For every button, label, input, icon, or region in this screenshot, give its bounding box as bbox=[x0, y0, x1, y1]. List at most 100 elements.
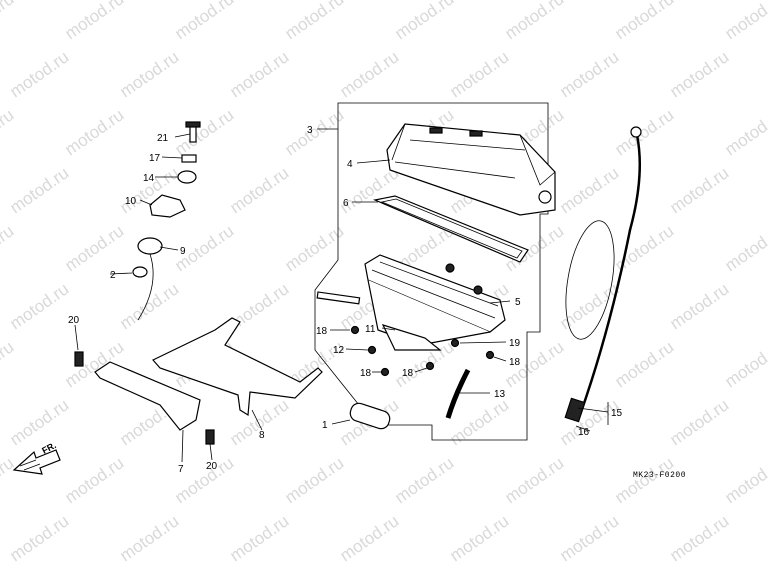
watermark-text: motod.ru bbox=[61, 0, 127, 43]
bulb-socket bbox=[132, 237, 163, 321]
watermark-text: motod.ru bbox=[281, 105, 347, 159]
watermark-text: motod.ru bbox=[6, 279, 72, 333]
front-direction-arrow bbox=[12, 449, 61, 475]
callout-16: 16 bbox=[578, 427, 590, 438]
tube bbox=[349, 402, 391, 430]
callout-18: 18 bbox=[360, 368, 372, 379]
watermark-text: motod.ru bbox=[116, 47, 182, 101]
callout-18: 18 bbox=[509, 357, 521, 368]
callout-20: 20 bbox=[68, 315, 80, 326]
callout-15: 15 bbox=[611, 408, 623, 419]
watermark-text: motod.ru bbox=[611, 105, 677, 159]
watermark-text: motod.ru bbox=[61, 221, 127, 275]
watermark-text: motod.ru bbox=[116, 511, 182, 565]
watermark-text: motod.ru bbox=[0, 453, 17, 507]
watermark-text: motod.ru bbox=[6, 395, 72, 449]
speedometer-cable bbox=[564, 126, 642, 423]
watermark-text: motod.ru bbox=[171, 0, 237, 43]
callout-7: 7 bbox=[178, 464, 184, 475]
callout-1: 1 bbox=[322, 420, 328, 431]
watermark-text: motod.ru bbox=[666, 395, 732, 449]
watermark-text: motod.ru bbox=[6, 511, 72, 565]
watermark-text: motod.ru bbox=[611, 453, 677, 507]
watermark-text: motod.ru bbox=[226, 395, 292, 449]
watermark-text: motod.ru bbox=[666, 163, 732, 217]
callout-2: 2 bbox=[110, 270, 116, 281]
callout-14: 14 bbox=[143, 173, 155, 184]
watermark-text: motod.ru bbox=[721, 453, 768, 507]
watermark-text: motod.ru bbox=[721, 105, 768, 159]
diagram-code: MK23-F0200 bbox=[633, 471, 686, 480]
watermark-text: motod.ru bbox=[501, 0, 567, 43]
callout-11: 11 bbox=[365, 324, 376, 335]
callout-3: 3 bbox=[307, 125, 313, 136]
callout-9: 9 bbox=[180, 246, 186, 257]
watermark-text: motod.ru bbox=[226, 47, 292, 101]
bolt-stack bbox=[149, 121, 201, 218]
watermark-text: motod.ru bbox=[666, 279, 732, 333]
watermark-text: motod.ru bbox=[226, 511, 292, 565]
callout-18: 18 bbox=[402, 368, 414, 379]
meter-body bbox=[316, 254, 506, 346]
watermark-text: motod.ru bbox=[391, 453, 457, 507]
watermark-text: motod.ru bbox=[281, 221, 347, 275]
watermark-text: motod.ru bbox=[226, 163, 292, 217]
callout-18: 18 bbox=[316, 326, 328, 337]
watermark-text: motod.ru bbox=[116, 279, 182, 333]
bracket bbox=[152, 317, 323, 417]
watermark-text: motod.ru bbox=[0, 0, 17, 43]
bolt bbox=[205, 429, 215, 445]
callout-21: 21 bbox=[157, 133, 169, 144]
callout-8: 8 bbox=[259, 430, 265, 441]
assembly-boundary bbox=[314, 102, 549, 441]
watermark-text: motod.ru bbox=[446, 511, 512, 565]
callout-20: 20 bbox=[206, 461, 218, 472]
watermark-text: motod.ru bbox=[556, 47, 622, 101]
hose bbox=[445, 368, 471, 419]
watermark-text: motod.ru bbox=[446, 395, 512, 449]
watermark-text: motod.ru bbox=[391, 0, 457, 43]
watermark-text: motod.ru bbox=[61, 105, 127, 159]
callout-6: 6 bbox=[343, 198, 349, 209]
callout-labels: 1 2 3 4 5 6 7 8 9 10 11 12 13 14 15 16 1… bbox=[68, 125, 623, 475]
watermark-text: motod.ru bbox=[61, 453, 127, 507]
watermark-text: motod.ru bbox=[171, 453, 237, 507]
callout-10: 10 bbox=[125, 196, 137, 207]
watermark-text: motod.ru bbox=[336, 511, 402, 565]
watermark-text: motod.ru bbox=[6, 163, 72, 217]
watermark-text: motod.ru bbox=[446, 47, 512, 101]
watermark-text: motod.ru bbox=[666, 47, 732, 101]
watermark-text: motod.ru bbox=[721, 0, 768, 43]
watermark-text: motod.ru bbox=[666, 511, 732, 565]
watermark-text: motod.ru bbox=[281, 0, 347, 43]
meter-cover bbox=[386, 123, 556, 216]
watermark-text: motod.ru bbox=[721, 221, 768, 275]
callout-17: 17 bbox=[149, 153, 161, 164]
callout-4: 4 bbox=[347, 159, 353, 170]
callout-13: 13 bbox=[494, 389, 506, 400]
watermark-text: motod.ru bbox=[6, 47, 72, 101]
callout-19: 19 bbox=[509, 338, 521, 349]
watermark-text: motod.ru bbox=[556, 395, 622, 449]
gasket bbox=[372, 195, 529, 263]
callout-5: 5 bbox=[515, 297, 521, 308]
watermark-text: motod.ru bbox=[611, 337, 677, 391]
watermark-text: motod.ru bbox=[721, 337, 768, 391]
watermark-text: motod.ru bbox=[556, 511, 622, 565]
callout-12: 12 bbox=[333, 345, 345, 356]
watermark-text: motod.ru bbox=[0, 105, 17, 159]
watermark-text: motod.ru bbox=[501, 453, 567, 507]
watermark-text: motod.ru bbox=[0, 221, 17, 275]
stay bbox=[94, 361, 201, 431]
fasteners-group bbox=[350, 325, 495, 377]
meter-housing bbox=[381, 324, 442, 351]
watermark-text: motod.ru bbox=[611, 0, 677, 43]
watermark-text: motod.ru bbox=[556, 163, 622, 217]
watermark-text: motod.ru bbox=[281, 453, 347, 507]
bolt bbox=[74, 351, 84, 367]
leader-lines bbox=[74, 128, 609, 463]
watermark-text: motod.ru bbox=[171, 105, 237, 159]
watermark-text: motod.ru bbox=[336, 47, 402, 101]
